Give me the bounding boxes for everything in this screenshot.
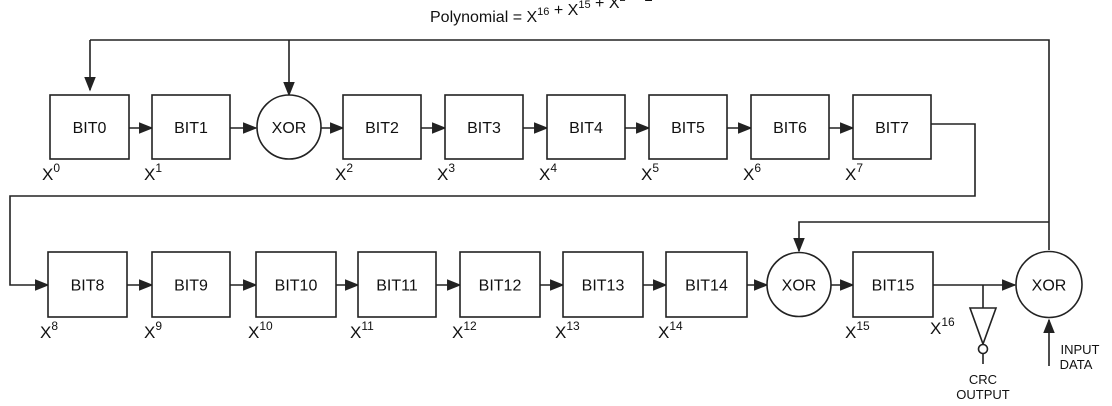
register-label: BIT2 — [365, 120, 399, 137]
crc-output-label-line1: CRC — [969, 372, 997, 387]
power-label: X9 — [144, 319, 162, 342]
power-label: X13 — [555, 319, 580, 342]
xor-gate: XOR — [1015, 250, 1083, 319]
title-term-exponent: 15 — [578, 0, 590, 11]
register-label: BIT13 — [582, 278, 625, 295]
power-label: X3 — [437, 161, 455, 184]
title-separator: + 1 — [626, 0, 653, 5]
power-label: X15 — [845, 319, 870, 342]
register-label: BIT15 — [872, 278, 915, 295]
register-label: BIT12 — [479, 278, 522, 295]
power-label: X5 — [641, 161, 659, 184]
power-label: X11 — [350, 319, 374, 342]
register-label: BIT8 — [71, 278, 105, 295]
register-label: BIT1 — [174, 120, 208, 137]
power-label: X0 — [42, 161, 60, 184]
power-label: X14 — [658, 319, 683, 342]
title-term-exponent: 16 — [537, 6, 549, 18]
title-separator: + — [549, 2, 567, 19]
register-label: BIT11 — [376, 278, 418, 295]
register-label: BIT4 — [569, 120, 603, 137]
xor-gate: XOR — [256, 94, 322, 160]
power-label: X2 — [335, 161, 353, 184]
register-label: BIT7 — [875, 120, 909, 137]
wiring — [9, 39, 1055, 366]
power-label: X12 — [452, 319, 477, 342]
power-label: X7 — [845, 161, 863, 184]
register-label: BIT14 — [685, 278, 728, 295]
title-term-base: X — [527, 9, 538, 26]
xor-label: XOR — [272, 120, 307, 137]
register-label: BIT6 — [773, 120, 807, 137]
register-label: BIT0 — [73, 120, 107, 137]
register-label: BIT9 — [174, 278, 208, 295]
input-data-label-line1: INPUT — [1061, 342, 1100, 357]
power-label: X1 — [144, 161, 162, 184]
title-term-exponent: 2 — [619, 0, 625, 4]
xor-label: XOR — [1032, 278, 1067, 295]
xor-gate: XOR — [766, 251, 832, 318]
title-term-base: X — [568, 2, 579, 19]
register-row-2: BIT8X8BIT9X9BIT10X10BIT11X11BIT12X12BIT1… — [40, 250, 1083, 342]
polynomial-title: Polynomial = X16 + X15 + X2 + 1 — [430, 0, 653, 26]
x16-label: X16 — [930, 315, 955, 338]
title-term-base: X — [609, 0, 620, 12]
title-prefix: Polynomial = — [430, 9, 527, 26]
register-label: BIT5 — [671, 120, 705, 137]
register-label: BIT10 — [275, 278, 318, 295]
power-label: X4 — [539, 161, 557, 184]
register-label: BIT3 — [467, 120, 501, 137]
power-label: X8 — [40, 319, 58, 342]
crc-output-label-line2: OUTPUT — [956, 387, 1010, 402]
power-label: X6 — [743, 161, 761, 184]
xor-label: XOR — [782, 278, 817, 295]
power-label: X10 — [248, 319, 273, 342]
input-data-label-line2: DATA — [1060, 357, 1093, 372]
title-separator: + — [591, 0, 609, 12]
